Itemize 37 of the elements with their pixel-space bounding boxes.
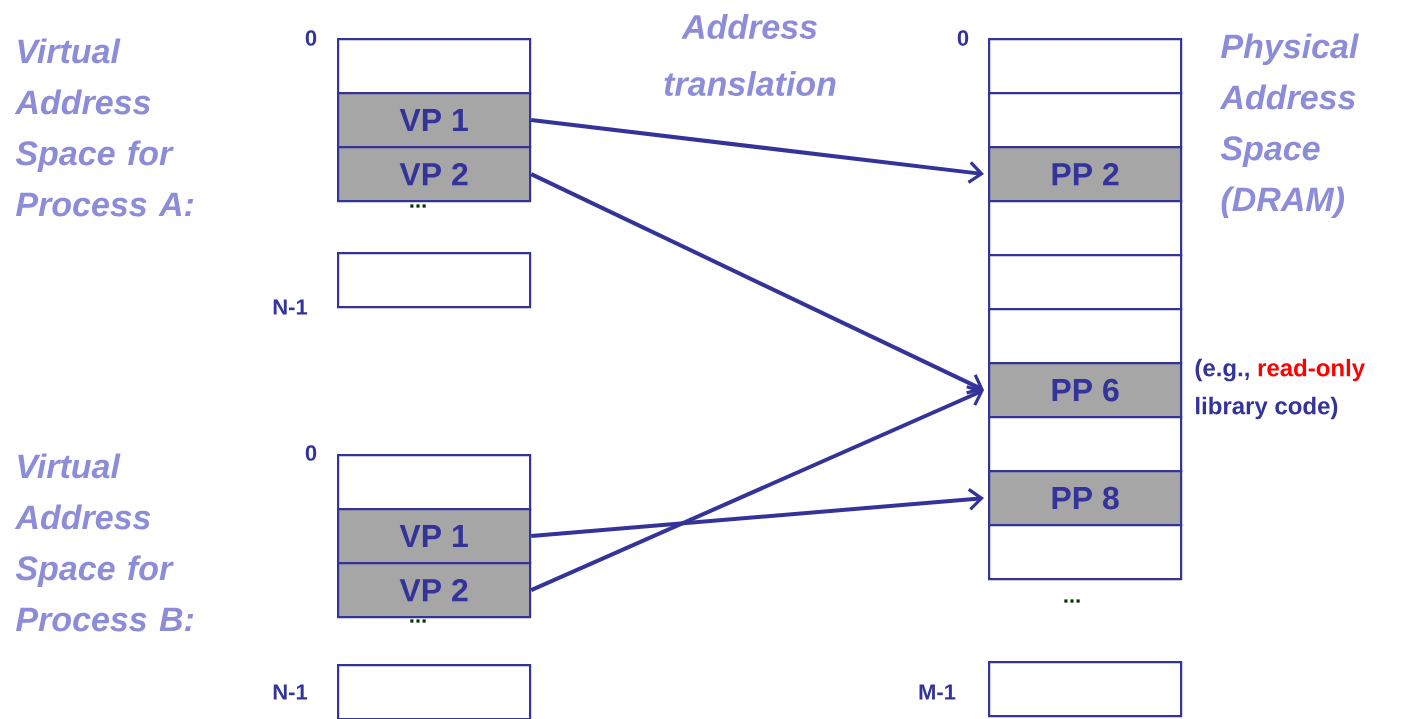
- note: (e.g., read-only library code): [1195, 358, 1365, 420]
- empty-page-cell: [988, 92, 1183, 149]
- empty-page-cell: [988, 308, 1183, 365]
- empty-page-cell: [988, 200, 1183, 257]
- address-label: 0: [305, 30, 317, 46]
- arrow: [530, 118, 984, 184]
- address-label: N-1: [273, 299, 308, 315]
- page-cell: VP 1: [337, 92, 532, 149]
- empty-page-cell: [337, 252, 532, 309]
- empty-page-cell: [988, 254, 1183, 311]
- ellipsis: ...: [410, 619, 426, 623]
- page-cell: VP 1: [337, 508, 532, 565]
- empty-page-cell: [337, 454, 532, 511]
- arrow: [531, 488, 984, 539]
- empty-page-cell: [988, 38, 1183, 95]
- address-label: 0: [305, 445, 317, 461]
- page-cell: VP 2: [337, 146, 532, 203]
- address-space-label: Virtual Address Space for Process A:: [14, 38, 194, 217]
- page-cell: PP 2: [988, 146, 1183, 203]
- ellipsis: ...: [1064, 599, 1080, 603]
- heading: Address translation: [664, 14, 836, 96]
- empty-page-cell: [988, 416, 1183, 473]
- page-cell: VP 2: [337, 562, 532, 619]
- arrow: [530, 385, 984, 592]
- page-cell: PP 8: [988, 470, 1183, 527]
- empty-page-cell: [988, 661, 1183, 718]
- page-cell: PP 6: [988, 362, 1183, 419]
- arrow: [530, 172, 984, 395]
- address-label: M-1: [919, 684, 956, 700]
- empty-page-cell: [988, 524, 1183, 581]
- ellipsis: ...: [410, 204, 426, 208]
- empty-page-cell: [337, 664, 532, 719]
- address-space-label: Physical Address Space (DRAM): [1219, 33, 1359, 219]
- address-label: 0: [957, 30, 969, 46]
- address-label: N-1: [273, 684, 308, 700]
- empty-page-cell: [337, 38, 532, 95]
- address-space-label: Virtual Address Space for Process B:: [14, 453, 194, 632]
